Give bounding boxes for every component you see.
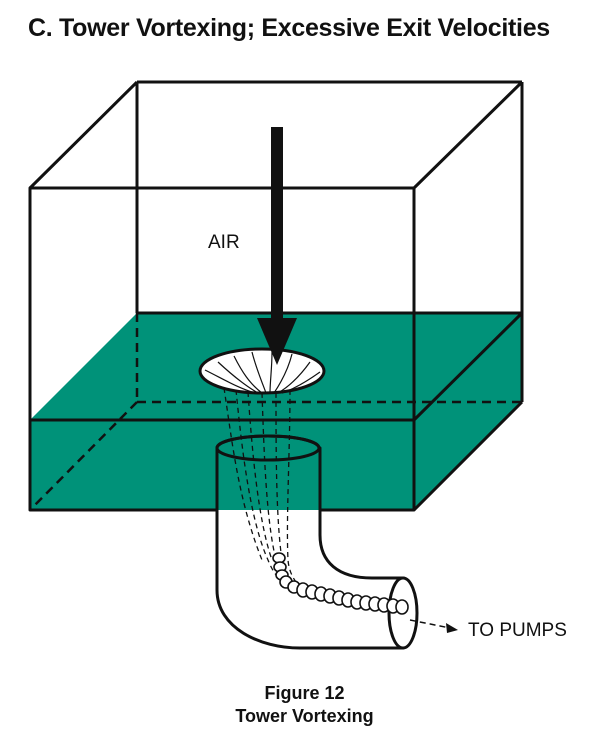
box-bottom-right-edge (412, 400, 524, 512)
figure-title: Tower Vortexing (235, 706, 374, 726)
hidden-edges (29, 313, 522, 511)
flow-arrow-icon (409, 619, 458, 633)
box-top-right-edge (412, 80, 524, 190)
water-surface-right-edge (412, 311, 524, 422)
box-top-left-edge (28, 80, 139, 190)
water-side-face (414, 313, 522, 510)
vortex-opening (198, 347, 326, 395)
vortex-funnel-icon (198, 347, 326, 395)
air-bubble-coil-icon (272, 552, 409, 615)
air-label: AIR (208, 232, 240, 253)
down-arrow-icon (257, 127, 297, 365)
to-pumps-label: TO PUMPS (468, 620, 567, 641)
figure-caption: Figure 12 Tower Vortexing (0, 682, 609, 728)
figure-label: Figure 12 (264, 683, 345, 703)
page-title: C. Tower Vortexing; Excessive Exit Veloc… (28, 14, 550, 42)
